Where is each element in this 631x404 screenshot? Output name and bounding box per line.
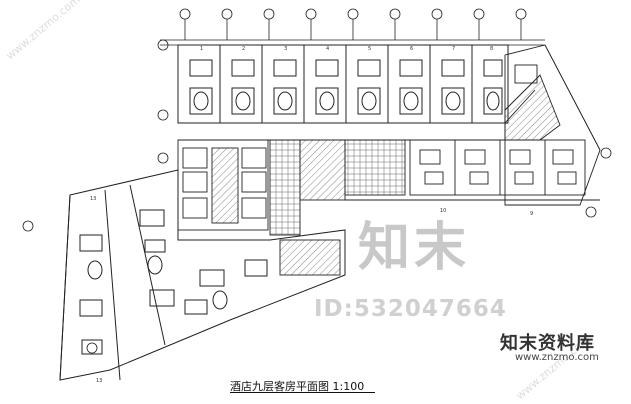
grid-axis-top <box>160 8 545 46</box>
grid-axis-left <box>22 39 169 354</box>
svg-text:10: 10 <box>440 208 446 214</box>
service-core <box>177 139 406 276</box>
logo-url: www.znzmo.com <box>515 352 599 363</box>
svg-text:7: 7 <box>452 46 455 52</box>
svg-text:2: 2 <box>242 46 245 52</box>
svg-text:6: 6 <box>410 46 413 52</box>
caption-underline <box>230 392 375 393</box>
svg-text:8: 8 <box>490 46 493 52</box>
watermark-id: ID:532047664 <box>314 296 507 322</box>
room-labels: 1 2 3 4 5 6 7 8 10 9 13 13 <box>90 46 533 384</box>
svg-text:4: 4 <box>326 46 329 52</box>
southwest-wing <box>59 169 346 381</box>
guest-room-row-top <box>177 44 509 124</box>
svg-text:1: 1 <box>200 46 203 52</box>
svg-text:3: 3 <box>284 46 287 52</box>
svg-text:13: 13 <box>90 196 96 202</box>
svg-text:www.znzmo.com: www.znzmo.com <box>4 0 83 62</box>
guest-room-row-east <box>345 139 600 201</box>
grid-axis-right <box>544 44 612 218</box>
right-wing <box>504 44 601 206</box>
svg-text:5: 5 <box>368 46 371 52</box>
svg-text:13: 13 <box>96 378 102 384</box>
watermark-brand: 知末 <box>358 218 471 278</box>
logo-text: 知末资料库 <box>500 333 595 354</box>
drawing-caption: 酒店九层客房平面图 1:100 <box>230 380 365 393</box>
svg-text:9: 9 <box>530 211 533 217</box>
